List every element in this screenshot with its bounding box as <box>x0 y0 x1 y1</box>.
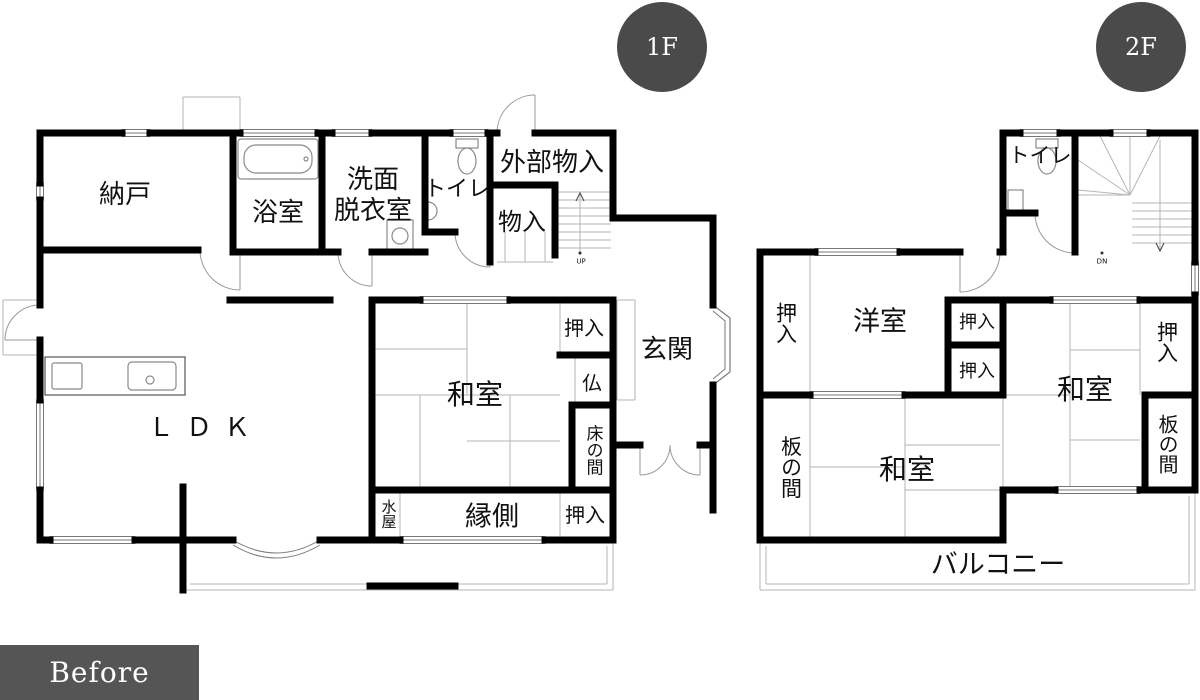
before-label: Before <box>0 645 199 700</box>
toilet-tank-1f <box>455 138 479 149</box>
room-label-washitsu-east: 和室 <box>1056 373 1114 406</box>
room-label-washitsu-1f: 和室 <box>446 378 504 411</box>
room-label-butsuma: 仏 <box>582 371 602 395</box>
doors <box>4 94 1076 476</box>
room-label-bathroom: 浴室 <box>251 198 305 228</box>
room-label-washitsu-center: 和室 <box>878 453 936 486</box>
bay-window <box>712 310 726 380</box>
stair-dot-down <box>1100 251 1104 255</box>
room-label-oshiire-small-upper: 押入 <box>959 312 995 333</box>
kitchen-counter <box>44 356 186 396</box>
bay-window <box>232 544 321 559</box>
door-swing <box>199 249 241 291</box>
stair-dot-up <box>578 251 582 255</box>
bay-window <box>712 304 731 386</box>
room-label-washroom-line1: 洗面 <box>346 165 400 195</box>
room-label-genkan: 玄関 <box>640 335 694 365</box>
floor-badge-1f: 1F <box>617 2 707 92</box>
stairs-down-label: DN <box>1096 257 1108 266</box>
room-label-washroom-line2: 脱衣室 <box>333 196 413 226</box>
door-swing <box>4 304 41 341</box>
toilet-bowl-2f <box>1037 147 1057 175</box>
door-swing <box>1034 212 1076 254</box>
bathtub-drain <box>303 156 309 162</box>
room-label-toilet-1f: トイレ <box>423 177 491 202</box>
stair-winder <box>1099 135 1131 196</box>
room-label-itanoma-east: 板の間 <box>1155 414 1179 474</box>
room-label-oshiire-small-lower: 押入 <box>959 361 995 382</box>
hand-sink-1f <box>427 201 438 221</box>
stair-arrow-head-down <box>1155 242 1165 253</box>
door-swing <box>959 251 1001 293</box>
room-label-toilet-2f: トイレ <box>1008 143 1072 168</box>
walls <box>36 129 1199 594</box>
kitchen-sink <box>51 362 83 390</box>
stair-winder <box>1077 159 1131 196</box>
room-label-oshiire-upper: 押入 <box>564 316 604 340</box>
bay-window <box>232 539 321 554</box>
door-swing <box>639 444 671 476</box>
room-label-mizuya: 水屋 <box>379 499 398 529</box>
room-label-balcony: バルコニー <box>930 549 1066 581</box>
room-label-engawa: 縁側 <box>465 501 519 533</box>
room-label-storage: 物入 <box>498 208 546 236</box>
door-swing <box>337 251 373 287</box>
toilet-bowl-1f <box>457 147 477 175</box>
door-swing <box>454 231 491 268</box>
sink-drain <box>145 375 155 385</box>
room-label-nando: 納戸 <box>98 180 152 210</box>
kitchen-sink <box>127 361 177 391</box>
room-label-exterior-storage: 外部物入 <box>499 148 605 178</box>
bathtub <box>237 138 319 180</box>
stair-winder <box>1077 189 1131 196</box>
stair-arrow-head-up <box>575 191 585 202</box>
door-swing <box>669 444 701 476</box>
room-label-ldk: ＬＤＫ <box>147 413 263 443</box>
floor-badge-2f: 2F <box>1096 2 1186 92</box>
room-label-oshiire-lower: 押入 <box>565 503 605 527</box>
room-label-tokonoma: 床の間 <box>582 424 603 476</box>
room-label-itanoma-west: 板の間 <box>778 435 803 499</box>
room-label-youshitsu: 洋室 <box>853 306 907 338</box>
stairs-up-label: UP <box>576 257 586 266</box>
door-swing <box>496 94 536 134</box>
washbasin-bowl <box>391 227 409 245</box>
room-label-oshiire-east: 押入 <box>1154 321 1179 363</box>
stair-winder <box>1129 135 1161 196</box>
room-label-oshiire-west: 押入 <box>773 302 798 344</box>
bathtub-basin <box>243 144 313 174</box>
hand-sink-2f <box>1007 189 1024 213</box>
